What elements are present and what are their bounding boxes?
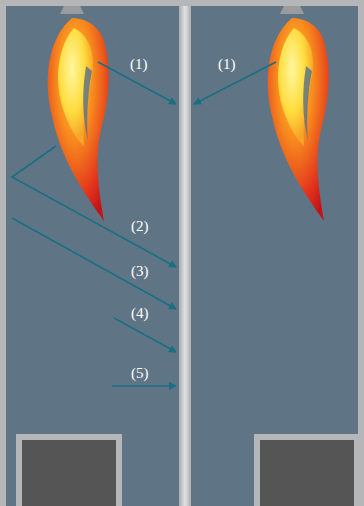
callout-number: (1) [218,56,236,73]
left-room [6,6,179,506]
callout-number: (4) [131,305,149,322]
callout-number: (5) [131,365,149,382]
callout-number: (2) [131,218,149,235]
partition-wall [179,6,191,506]
radiation-arrows [12,62,276,386]
flame [268,18,329,221]
flame [48,18,109,221]
right-room [191,6,358,506]
callout-number: (3) [131,263,149,280]
callout-number: (1) [130,56,148,73]
